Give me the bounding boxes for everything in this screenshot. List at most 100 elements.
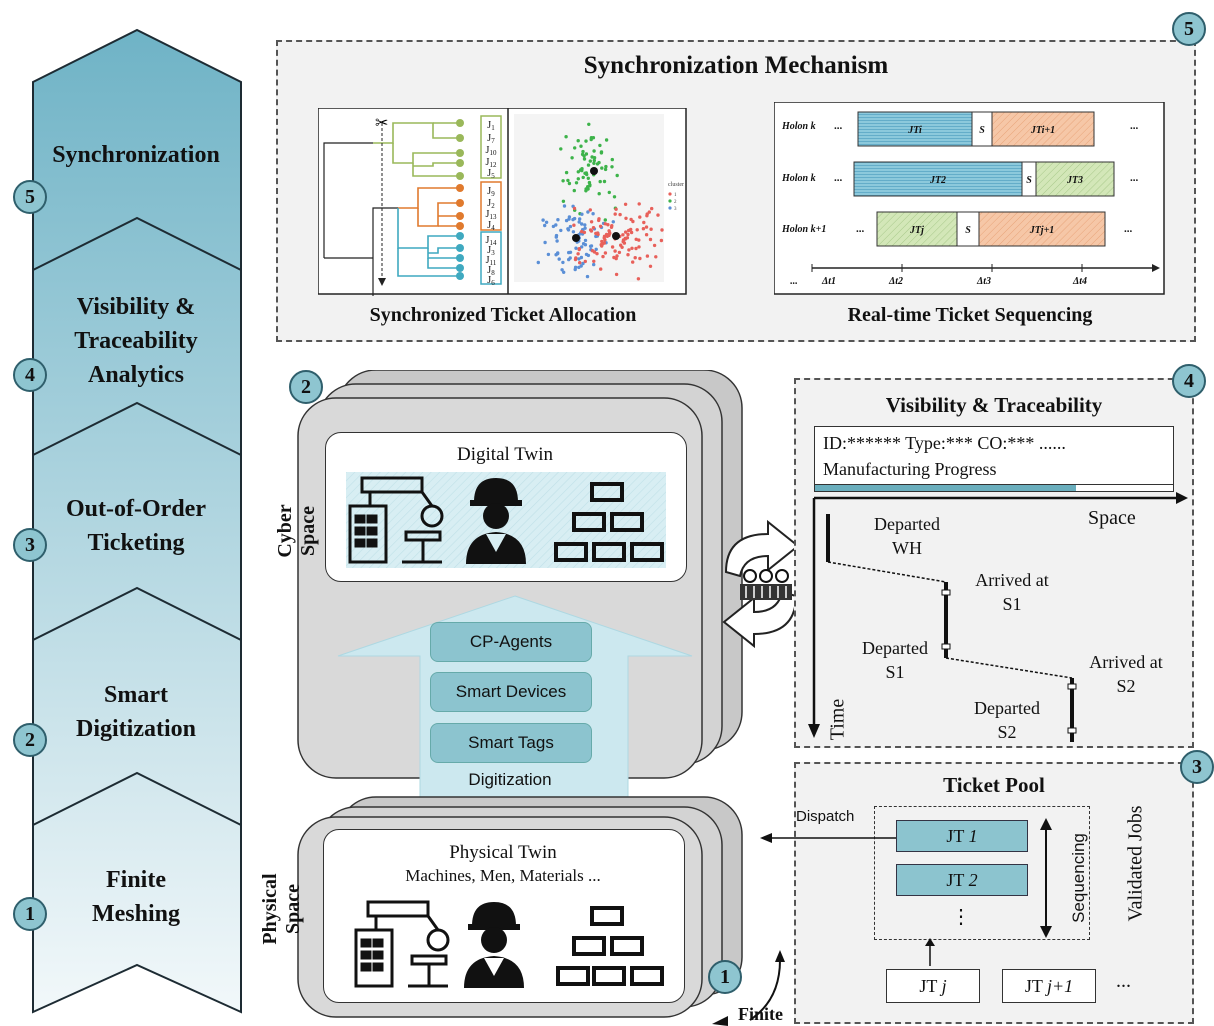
scatter-point xyxy=(633,256,637,260)
finite-label: Finite xyxy=(738,1004,783,1024)
pool-ellipsis: ... xyxy=(1116,970,1131,992)
scatter-points xyxy=(536,122,664,281)
sequencing-caption: Real-time Ticket Sequencing xyxy=(847,304,1093,326)
physical-twin-title: Physical Twin xyxy=(449,842,557,863)
row3-job-b: JTj+1 xyxy=(1029,225,1055,236)
scatter-point xyxy=(634,246,638,251)
scatter-point xyxy=(587,122,591,126)
scatter-point xyxy=(615,254,619,258)
physical-twin-subtitle: Machines, Men, Materials ... xyxy=(405,866,601,885)
manufacturing-progress-fill xyxy=(815,485,1077,491)
scatter-point xyxy=(554,235,558,239)
allocation-caption: Synchronized Ticket Allocation xyxy=(369,304,637,326)
scatter-point xyxy=(594,247,598,251)
scatter-point xyxy=(602,241,606,245)
dendro-cluster-blue xyxy=(397,208,458,277)
scatter-point xyxy=(579,255,584,260)
jt-j-box: JT j xyxy=(886,969,980,1003)
scatter-point xyxy=(610,165,614,169)
scatter-point xyxy=(599,243,603,247)
scatter-point xyxy=(583,223,587,227)
sync-cycle-icon xyxy=(722,519,800,649)
scissors-icon: ✂ xyxy=(375,115,388,132)
scatter-point xyxy=(555,239,559,243)
holon-label-1: Holon k xyxy=(781,121,816,132)
scatter-point xyxy=(592,259,596,263)
scatter-point xyxy=(561,179,565,183)
scatter-point xyxy=(624,216,628,220)
scatter-legend-title: cluster xyxy=(668,182,684,188)
time-step-4: Δt4 xyxy=(1072,276,1087,287)
scatter-point xyxy=(613,212,617,216)
row2-job-a: JT2 xyxy=(929,175,946,186)
scatter-point xyxy=(591,226,596,230)
scatter-point xyxy=(573,267,577,272)
scatter-point xyxy=(588,184,592,188)
scatter-point xyxy=(624,230,628,234)
scatter-point xyxy=(589,137,593,142)
scatter-point xyxy=(629,217,633,222)
scatter-point xyxy=(557,257,561,261)
scatter-point xyxy=(580,245,584,249)
row1-setup: S xyxy=(979,125,985,136)
queue-continuation-dots: ⋮ xyxy=(951,906,971,928)
scatter-point xyxy=(573,146,577,150)
jt-2-box: JT 2 xyxy=(896,864,1028,896)
scatter-point xyxy=(615,173,619,178)
digital-twin-icons xyxy=(346,472,666,568)
scatter-legend-3: 3 xyxy=(674,207,677,212)
scatter-point xyxy=(562,204,567,208)
job-label-g1-4: J5 xyxy=(487,168,495,180)
scatter-point xyxy=(598,224,603,228)
job-label-g3-4: J6 xyxy=(487,275,495,287)
scatter-point xyxy=(560,268,564,272)
scatter-point xyxy=(603,218,607,222)
stage-badge-1: 1 xyxy=(13,897,47,931)
scatter-point xyxy=(576,139,580,143)
job-label-g1-3: J12 xyxy=(486,157,497,169)
scatter-point xyxy=(604,138,609,142)
job-label-g3-1: J3 xyxy=(487,245,495,257)
scatter-point xyxy=(555,252,560,256)
scatter-point xyxy=(564,170,569,175)
ticket-allocation-figure: ✂ J1 J7 J10 J12 J5 J9 J2 J13 J4 J14 J3 J… xyxy=(318,108,687,296)
scatter-point xyxy=(604,164,608,169)
scatter-point xyxy=(603,222,607,226)
traceability-info-line1: ID:****** Type:*** CO:*** ...... xyxy=(823,433,1066,453)
scatter-point xyxy=(582,230,587,235)
row3-job-a: JTj xyxy=(909,225,924,236)
scatter-point xyxy=(556,218,560,222)
scatter-legend-2: 2 xyxy=(674,200,677,205)
scatter-point xyxy=(577,265,581,270)
job-label-g3-2: J11 xyxy=(486,255,497,267)
scatter-point xyxy=(629,227,633,232)
scatter-point xyxy=(636,277,641,281)
scatter-point xyxy=(576,170,580,174)
cyber-space-label: Cyber Space xyxy=(274,504,319,558)
scatter-point xyxy=(572,188,576,193)
stage-label-visibility: Visibility & Traceability Analytics xyxy=(74,294,198,388)
time-axis-label: Time xyxy=(826,698,849,741)
scatter-point xyxy=(598,179,602,184)
scatter-point xyxy=(602,179,607,184)
job-label-g1-1: J7 xyxy=(487,133,495,145)
scatter-point xyxy=(568,256,572,260)
scatter-point xyxy=(572,216,577,221)
scatter-point xyxy=(564,218,569,223)
digitization-label: Digitization xyxy=(468,770,552,789)
scatter-point xyxy=(614,272,619,277)
scatter-point xyxy=(638,256,642,261)
scatter-point xyxy=(564,135,568,139)
scatter-point xyxy=(641,227,646,231)
time-axis-ellipsis: ... xyxy=(790,276,798,287)
stage-label-synchronization: Synchronization xyxy=(52,142,220,168)
scatter-point xyxy=(579,144,583,148)
stage-badge-4: 4 xyxy=(13,358,47,392)
scatter-point xyxy=(584,139,588,143)
job-label-g3-3: J8 xyxy=(487,265,495,277)
ticket-sequencing-figure: Holon k Holon k Holon k+1 ... ... ... ..… xyxy=(774,102,1165,295)
job-label-g1-2: J10 xyxy=(486,145,497,157)
scatter-point xyxy=(603,167,608,172)
